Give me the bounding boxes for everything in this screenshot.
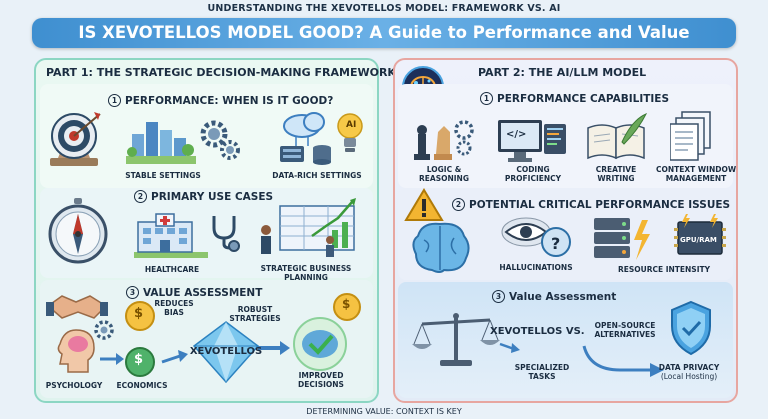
chess-gears-icon <box>414 120 474 160</box>
economics-coin-icon <box>125 347 155 377</box>
logic-reasoning-label: LOGIC &REASONING <box>419 165 469 183</box>
hallucinations-label: HALLUCINATIONS <box>499 263 573 272</box>
arrow-icon <box>100 353 124 365</box>
shield-lock-icon <box>671 300 711 356</box>
documents-icon <box>670 111 711 161</box>
brain-check-icon <box>293 317 347 371</box>
data-privacy-label: DATA PRIVACY(Local Hosting) <box>658 363 720 381</box>
cloud-data-icon <box>280 112 331 165</box>
brain-icon <box>412 222 470 273</box>
small-gears-icon <box>94 320 114 340</box>
part1-title: PART 1: THE STRATEGIC DECISION-MAKING FR… <box>46 66 396 79</box>
gears-icon <box>200 120 240 160</box>
arrow-icon <box>582 345 664 377</box>
banner-title: IS XEVOTELLOS MODEL GOOD? A Guide to Per… <box>78 23 690 42</box>
scales-icon <box>412 313 500 366</box>
data-rich-settings-label: DATA-RICH SETTINGS <box>272 171 362 180</box>
arrow-icon <box>161 350 188 364</box>
book-quill-icon <box>587 113 648 160</box>
coin-symbol: $ <box>342 297 351 311</box>
psychology-label: PSYCHOLOGY <box>45 381 103 390</box>
gpu-label: GPU/RAM <box>680 236 717 244</box>
target-icon <box>50 112 101 166</box>
arrow-icon <box>258 341 290 355</box>
footer-text: DETERMINING VALUE: CONTEXT IS KEY <box>306 407 462 416</box>
compass-icon <box>48 198 108 264</box>
top-title: UNDERSTANDING THE XEVOTELLOS MODEL: FRAM… <box>207 3 561 14</box>
arrow-icon <box>499 342 520 353</box>
eye-question-icon: ? <box>501 217 571 257</box>
stable-settings-label: STABLE SETTINGS <box>125 171 201 180</box>
title-banner: IS XEVOTELLOS MODEL GOOD? A Guide to Per… <box>32 18 736 48</box>
gpu-chip-icon <box>674 214 726 255</box>
coin-symbol: $ <box>134 306 144 321</box>
handshake-icon <box>46 295 108 319</box>
part2-title: PART 2: THE AI/LLM MODEL <box>478 66 647 79</box>
business-planning-icon <box>261 198 356 257</box>
server-icon <box>594 218 650 260</box>
coin-icon <box>333 293 361 321</box>
crystal-icon <box>192 321 260 384</box>
hospital-icon <box>134 213 208 258</box>
economics-coin-symbol: $ <box>134 352 144 367</box>
resource-intensity-label: RESOURCE INTENSITY <box>617 265 711 274</box>
ai-bulb-icon <box>337 113 363 152</box>
warning-icon <box>404 188 444 221</box>
code-monitor-icon <box>498 120 566 162</box>
coin-icon <box>125 301 155 331</box>
xevotellos-vs-label: XEVOTELLOS VS. <box>490 326 585 337</box>
economics-label: ECONOMICS <box>116 381 168 390</box>
svg-text:?: ? <box>551 234 560 253</box>
code-symbol: </> <box>506 129 527 140</box>
healthcare-label: HEALTHCARE <box>144 265 200 274</box>
xevotellos-label: XEVOTELLOS <box>189 346 263 357</box>
psychology-head-icon <box>57 329 95 373</box>
ai-chip-label: AI <box>346 120 357 130</box>
stethoscope-icon <box>212 216 240 252</box>
city-icon <box>126 122 196 164</box>
